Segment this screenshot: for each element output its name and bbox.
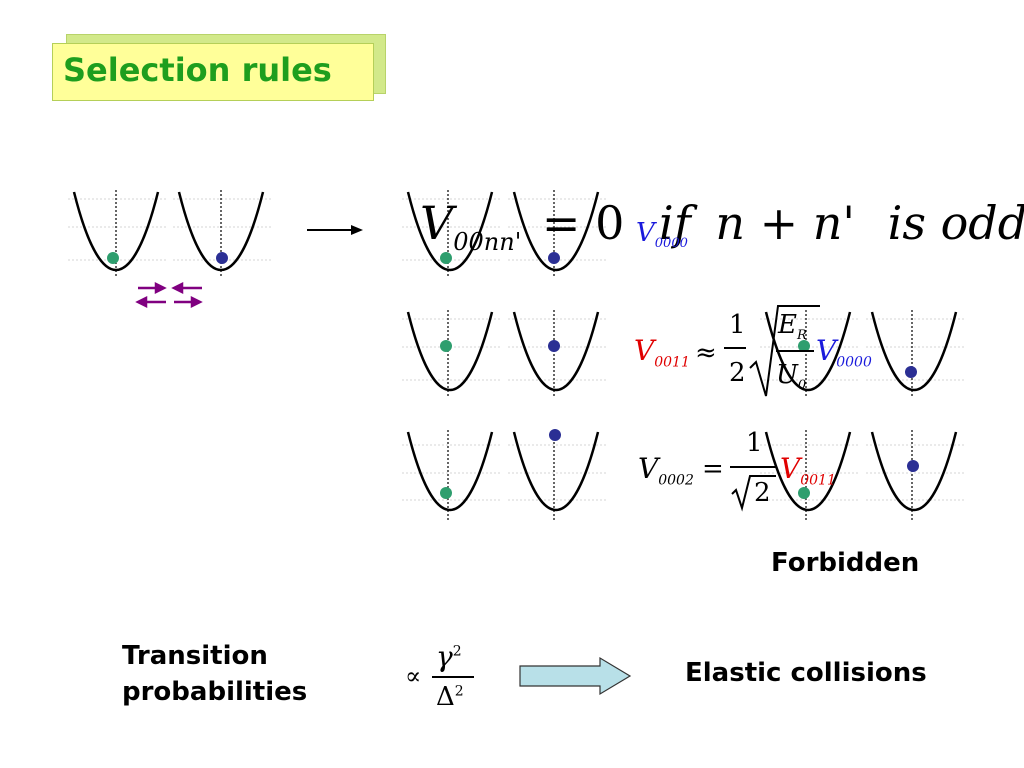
blue-particle [549, 429, 561, 441]
blue-particle [905, 366, 917, 378]
blue-particle [548, 340, 560, 352]
eq2-den: 2 [729, 358, 746, 388]
prob-fraction-bar [432, 676, 474, 678]
potential-well [402, 310, 502, 396]
eq3-den: 2 [754, 478, 771, 508]
eq2-fraction-bar [724, 347, 746, 349]
green-particle [798, 487, 810, 499]
elastic-collisions-label: Elastic collisions [685, 658, 927, 688]
green-particle [798, 340, 810, 352]
eq2-rhs: V0000 [816, 334, 872, 371]
potential-well [68, 190, 168, 276]
sqrt-sign-icon [731, 475, 776, 512]
eq3-rhs: V0011 [780, 452, 836, 489]
green-particle [440, 487, 452, 499]
eq2-U: U0 [776, 360, 807, 393]
potential-well [866, 310, 966, 396]
prob-prefix: ∝ [405, 662, 422, 690]
eq3-eq: = [702, 454, 724, 484]
transition-label-line2: probabilities [122, 677, 308, 707]
overlay-v0000: V0000 [636, 218, 688, 251]
eq2-num: 1 [729, 310, 746, 340]
eq3-lhs: V0002 [638, 452, 694, 489]
eq2-E: ER [778, 310, 807, 343]
green-particle [107, 252, 119, 264]
selection-rule-equation: V00nn' = 0 if n + n' is odd [420, 196, 1024, 256]
potential-well [508, 190, 608, 276]
eq3-num: 1 [746, 428, 763, 458]
eq3-fraction-bar [730, 466, 776, 468]
potential-well [402, 430, 502, 522]
potential-well [402, 190, 502, 276]
title-box: Selection rules [52, 43, 374, 101]
right-arrow-icon [307, 225, 363, 235]
blue-particle [216, 252, 228, 264]
potential-well [173, 190, 273, 276]
eq2-lhs: V0011 [634, 334, 690, 371]
potential-well [508, 310, 608, 396]
blue-particle [548, 252, 560, 264]
potential-well [508, 429, 608, 522]
sqrt-sign-icon [749, 305, 820, 397]
prob-num: γ2 [436, 640, 462, 673]
transition-label-line1: Transition [122, 641, 268, 671]
green-particle [440, 340, 452, 352]
potential-well [866, 430, 966, 522]
green-particle [440, 252, 452, 264]
potential-well [760, 430, 860, 522]
eq2-approx: ≈ [695, 338, 717, 368]
blue-particle [907, 460, 919, 472]
forbidden-label: Forbidden [771, 548, 920, 578]
exchange-arrows [135, 281, 203, 309]
slide-title: Selection rules [63, 51, 332, 89]
prob-den: Δ2 [436, 682, 464, 712]
block-arrow-icon [519, 656, 632, 696]
